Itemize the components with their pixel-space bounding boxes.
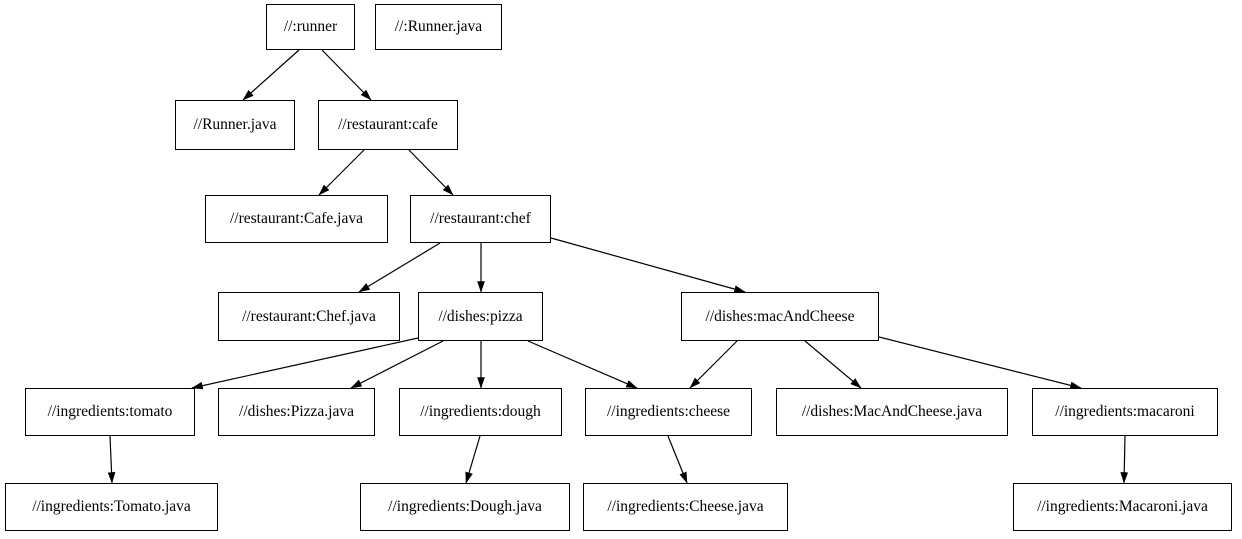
graph-node-macandcheese_java[interactable]: //dishes:MacAndCheese.java xyxy=(776,388,1008,436)
graph-node-macandcheese[interactable]: //dishes:macAndCheese xyxy=(681,292,879,341)
graph-node-cafe_java[interactable]: //restaurant:Cafe.java xyxy=(205,195,388,243)
graph-node-macaroni_java[interactable]: //ingredients:Macaroni.java xyxy=(1013,483,1232,531)
graph-node-cheese_java[interactable]: //ingredients:Cheese.java xyxy=(583,483,788,531)
graph-node-label: //ingredients:dough xyxy=(420,403,541,421)
graph-node-dough_java[interactable]: //ingredients:Dough.java xyxy=(360,483,570,531)
graph-node-tomato_java[interactable]: //ingredients:Tomato.java xyxy=(5,483,218,531)
graph-node-runner[interactable]: //:runner xyxy=(266,4,355,50)
graph-node-label: //dishes:pizza xyxy=(438,307,523,325)
graph-node-label: //dishes:MacAndCheese.java xyxy=(801,403,983,421)
graph-node-label: //restaurant:Cafe.java xyxy=(230,210,363,228)
graph-node-root_runner_java[interactable]: //:Runner.java xyxy=(375,4,502,50)
graph-node-label: //ingredients:Macaroni.java xyxy=(1037,498,1208,516)
graph-node-runner_java[interactable]: //Runner.java xyxy=(175,100,295,150)
graph-node-chef_java[interactable]: //restaurant:Chef.java xyxy=(218,292,400,341)
graph-node-pizza_java[interactable]: //dishes:Pizza.java xyxy=(218,388,375,436)
graph-node-label: //:runner xyxy=(283,18,338,36)
graph-node-cheese[interactable]: //ingredients:cheese xyxy=(585,388,752,436)
graph-node-cafe[interactable]: //restaurant:cafe xyxy=(318,100,458,150)
graph-node-macaroni[interactable]: //ingredients:macaroni xyxy=(1032,388,1218,436)
graph-node-label: //restaurant:Chef.java xyxy=(242,307,376,325)
graph-node-label: //ingredients:Cheese.java xyxy=(607,498,764,516)
graph-node-pizza[interactable]: //dishes:pizza xyxy=(418,292,543,341)
graph-node-label: //restaurant:chef xyxy=(430,210,531,228)
graph-node-label: //:Runner.java xyxy=(394,18,483,36)
graph-node-dough[interactable]: //ingredients:dough xyxy=(399,388,562,436)
graph-node-label: //ingredients:macaroni xyxy=(1055,403,1195,421)
graph-node-label: //ingredients:tomato xyxy=(47,403,173,421)
graph-node-label: //Runner.java xyxy=(193,116,277,134)
graph-node-label: //dishes:macAndCheese xyxy=(705,307,855,325)
graph-node-label: //ingredients:Dough.java xyxy=(388,498,542,516)
graph-node-chef[interactable]: //restaurant:chef xyxy=(410,195,551,243)
graph-node-label: //ingredients:Tomato.java xyxy=(32,498,191,516)
graph-node-label: //restaurant:cafe xyxy=(338,116,438,134)
graph-node-tomato[interactable]: //ingredients:tomato xyxy=(25,388,195,436)
graph-node-label: //ingredients:cheese xyxy=(606,403,731,421)
graph-node-label: //dishes:Pizza.java xyxy=(239,403,354,421)
